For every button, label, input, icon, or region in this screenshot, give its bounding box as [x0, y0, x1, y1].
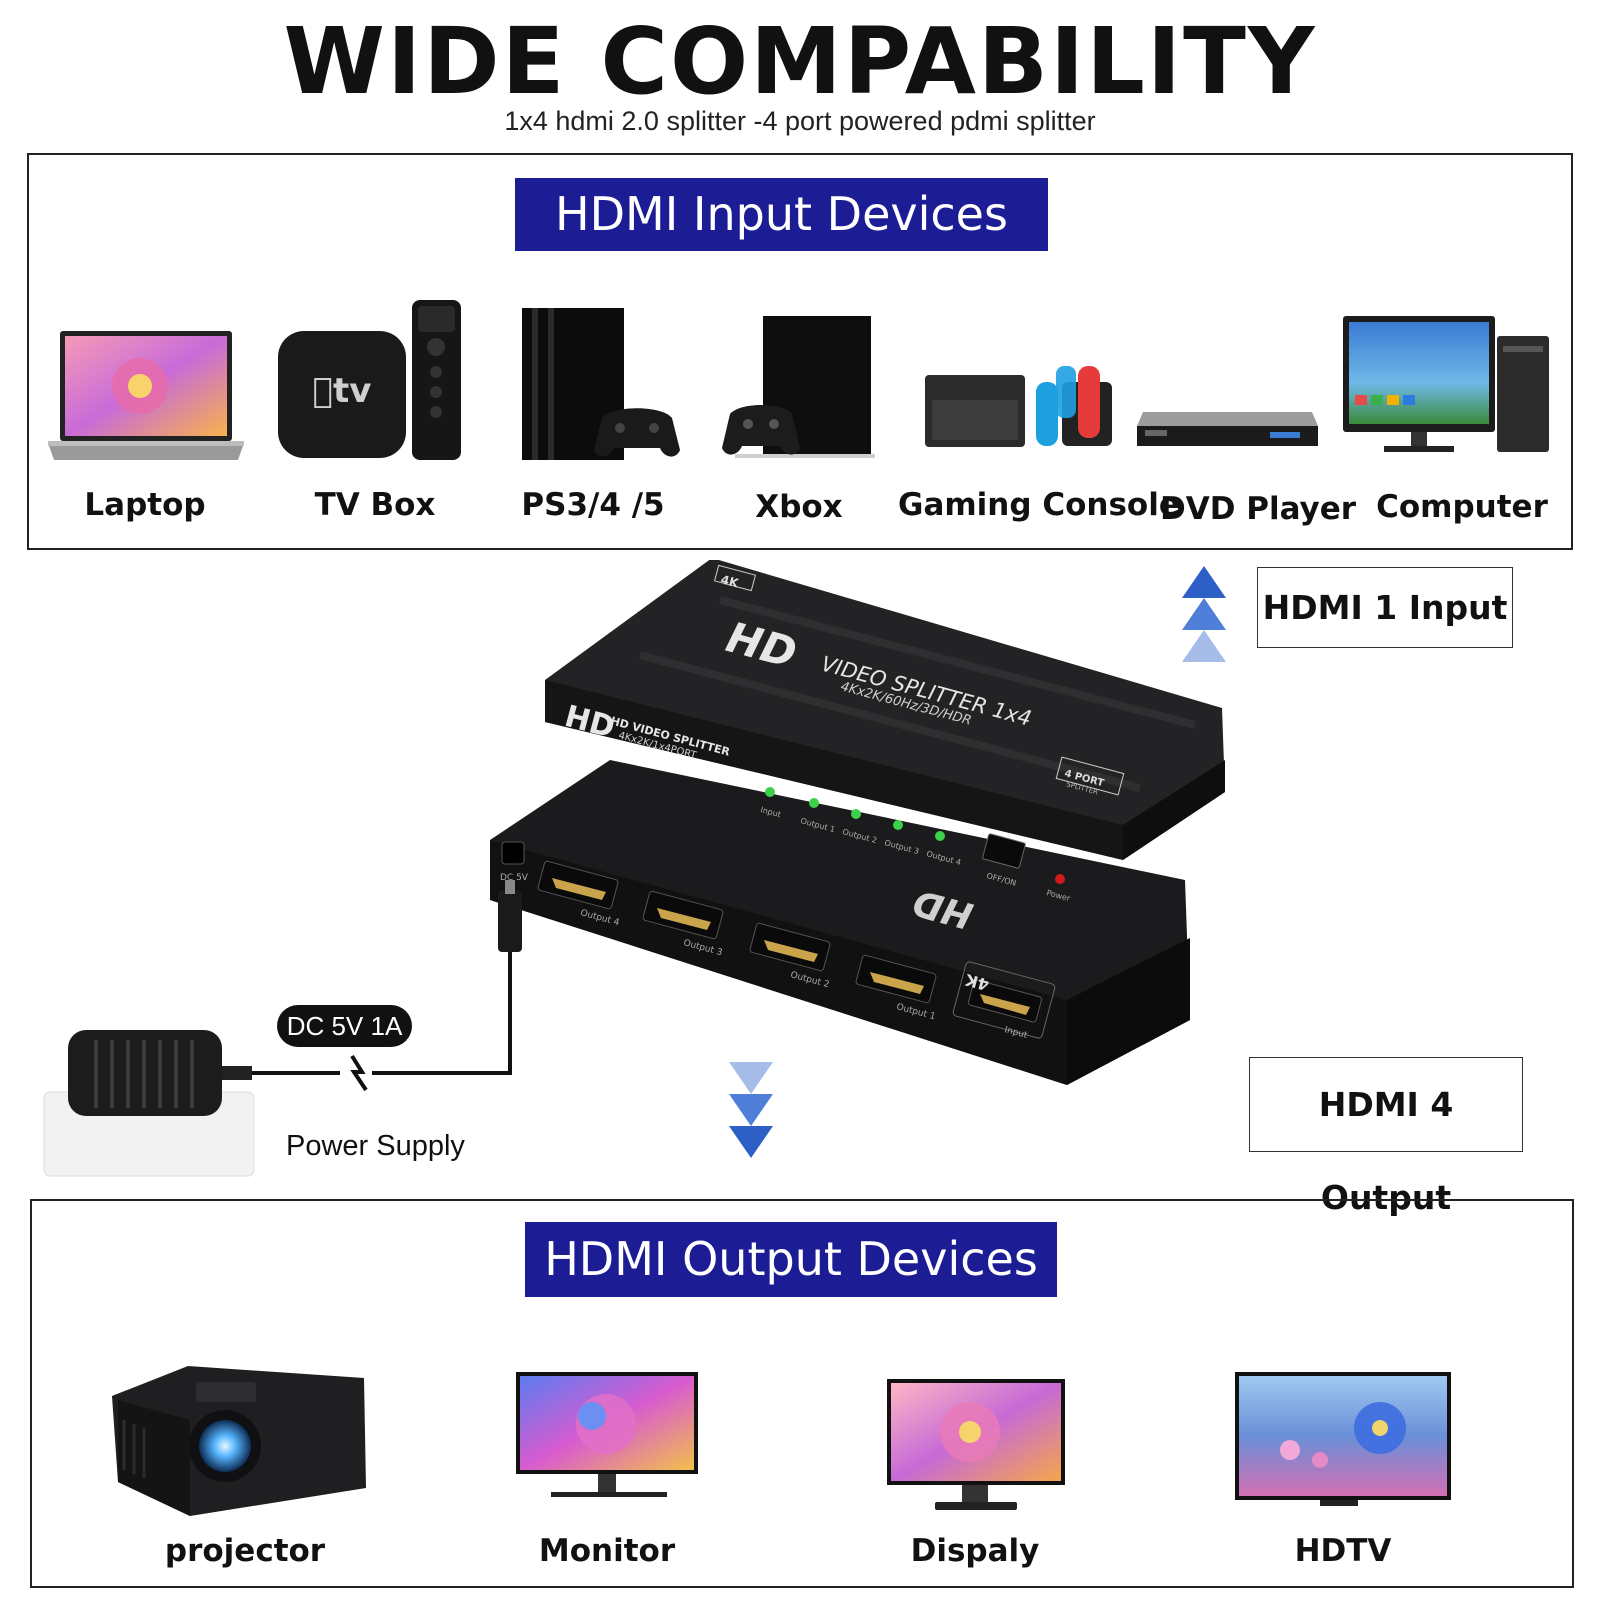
- device-label-tv-box: TV Box: [314, 487, 436, 523]
- power-supply-label: Power Supply: [286, 1130, 465, 1162]
- tv-box-icon: tv: [278, 300, 461, 460]
- dvd-player-icon: [1137, 412, 1318, 446]
- led-output-3: [893, 820, 903, 830]
- dc-jack: [501, 841, 525, 865]
- power-led: [1055, 874, 1065, 884]
- output-devices-panel: [30, 1199, 1574, 1588]
- callout-hdmi-output: HDMI 4 Output: [1249, 1057, 1523, 1217]
- hdmi-port-output-1: [855, 954, 937, 1004]
- power-switch[interactable]: [982, 833, 1026, 869]
- splitter-illustration: DC 5V Output 4 Output 3 Output 2 Output …: [43, 560, 1226, 1177]
- gaming-console-icon: [925, 366, 1112, 447]
- projector-icon: [112, 1366, 366, 1516]
- device-label-hdtv: HDTV: [1294, 1533, 1392, 1569]
- input-devices-banner: HDMI Input Devices: [515, 178, 1048, 251]
- device-label-laptop: Laptop: [84, 487, 206, 523]
- display-icon: [887, 1379, 1065, 1510]
- device-label-dvd-player: DVD Player: [1160, 491, 1357, 527]
- device-label-xbox: Xbox: [755, 489, 843, 525]
- device-label-playstation: PS3/4 /5: [521, 487, 665, 523]
- input-arrows-up-icon: [1182, 566, 1226, 662]
- device-label-display: Dispaly: [910, 1533, 1040, 1569]
- page-title: WIDE COMPABILITY: [283, 8, 1317, 115]
- callout-hdmi-input: HDMI 1 Input: [1257, 567, 1513, 648]
- splitter-bottom-unit: DC 5V Output 4 Output 3 Output 2 Output …: [490, 760, 1190, 1085]
- dc-jack-label: DC 5V: [500, 873, 529, 883]
- input-devices-panel: [27, 153, 1573, 550]
- xbox-icon: [722, 316, 875, 458]
- device-label-monitor: Monitor: [538, 1533, 676, 1569]
- dc-power-badge: DC 5V 1A: [277, 1005, 412, 1047]
- top-4k-badge: 4K: [719, 572, 740, 590]
- hdmi-port-output-2: [749, 922, 831, 972]
- laptop-icon: [48, 331, 244, 460]
- hdmi-port-output-4: [537, 860, 619, 910]
- device-label-projector: projector: [164, 1533, 326, 1569]
- device-label-gaming-console: Gaming Console: [898, 487, 1180, 523]
- svg-text:tv: tv: [313, 371, 372, 411]
- device-label-computer: Computer: [1376, 489, 1548, 525]
- page-subtitle: 1x4 hdmi 2.0 splitter -4 port powered pd…: [504, 106, 1096, 136]
- led-output-4: [935, 831, 945, 841]
- output-devices-illustrations: [112, 1366, 1451, 1516]
- monitor-icon: [516, 1372, 698, 1497]
- led-input: [765, 787, 775, 797]
- output-arrows-down-icon: [729, 1062, 773, 1158]
- playstation-icon: [522, 308, 680, 460]
- hdtv-icon: [1235, 1372, 1451, 1506]
- led-output-2: [851, 809, 861, 819]
- hdmi-port-input: [952, 961, 1056, 1039]
- hdmi-port-output-3: [642, 890, 724, 940]
- input-devices-illustrations: tv: [48, 300, 1549, 460]
- output-devices-banner: HDMI Output Devices: [525, 1222, 1057, 1297]
- power-adapter-icon: [43, 880, 522, 1177]
- computer-icon: [1343, 316, 1549, 452]
- led-output-1: [809, 798, 819, 808]
